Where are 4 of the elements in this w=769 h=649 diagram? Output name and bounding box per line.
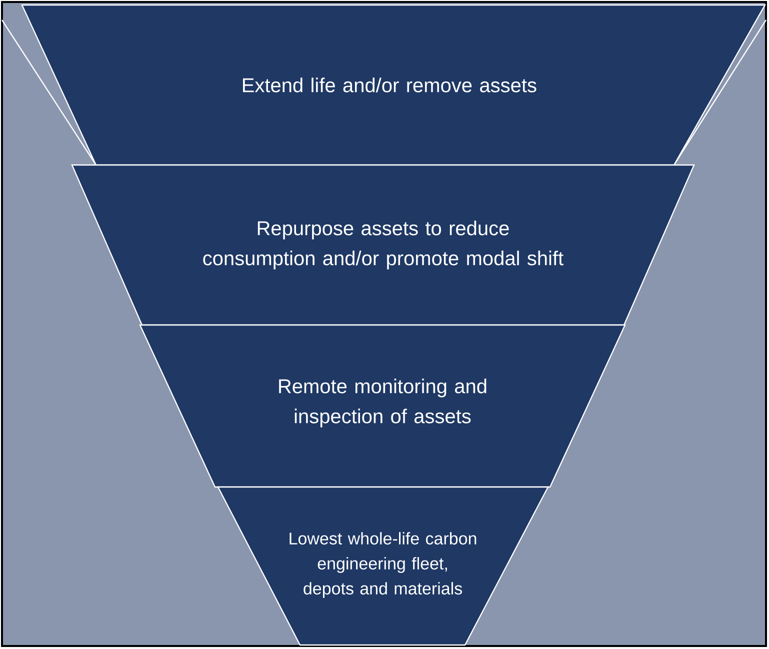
funnel-band: Remote monitoring and inspection of assets xyxy=(139,324,626,488)
funnel-band: Lowest whole-life carbon engineering fleet, depots and materials xyxy=(217,486,549,646)
funnel-band: Repurpose assets to reduce consumption and/or promote modal shift xyxy=(71,164,695,326)
funnel-band: Extend life and/or remove assets xyxy=(21,4,766,166)
